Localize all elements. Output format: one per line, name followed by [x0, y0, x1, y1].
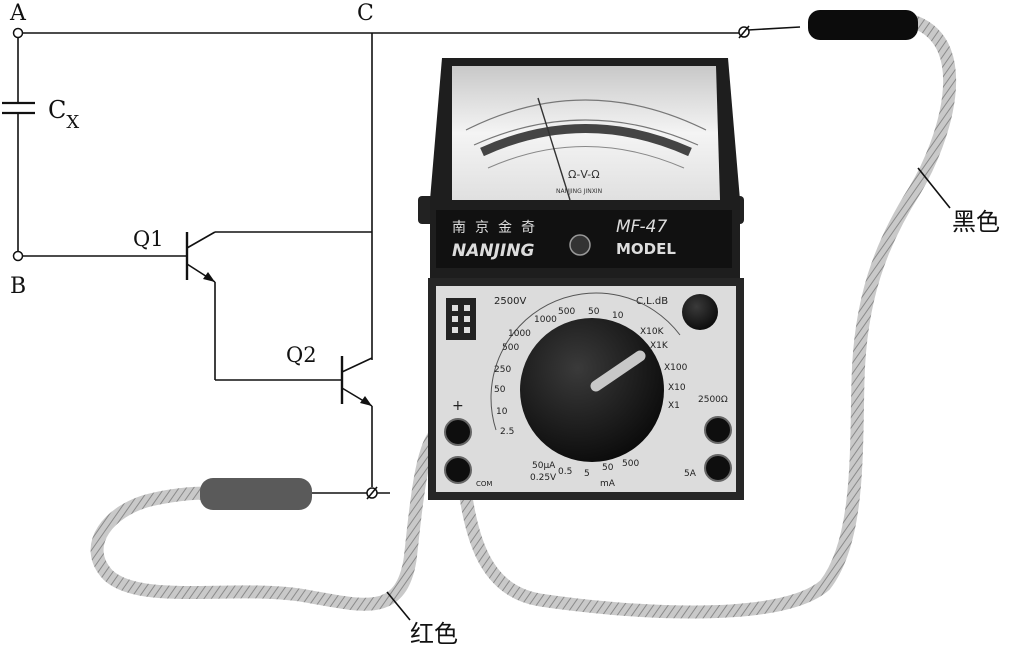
face-symbols: Ω-V-Ω	[568, 168, 600, 181]
meter-needle	[537, 97, 571, 201]
label-5a: 5A	[684, 469, 697, 479]
svg-text:50μA: 50μA	[532, 461, 556, 471]
hfe-socket[interactable]	[446, 298, 476, 340]
svg-text:X1K: X1K	[650, 341, 669, 351]
svg-text:2.5: 2.5	[500, 427, 514, 437]
jack-2500v[interactable]	[704, 416, 732, 444]
face-maker: NANJING JINXIN	[556, 188, 602, 195]
range-selector-pointer	[590, 350, 646, 392]
black-lead: 黑色	[455, 10, 1000, 619]
range-selector-dial[interactable]	[520, 318, 664, 462]
svg-text:0.25V: 0.25V	[530, 473, 557, 483]
svg-text:250: 250	[494, 365, 511, 375]
black-probe-handle	[808, 10, 918, 40]
ohm-adjust-knob[interactable]	[682, 294, 718, 330]
jack-com[interactable]	[444, 456, 472, 484]
svg-text:500: 500	[558, 307, 575, 317]
model-number: MF-47	[616, 217, 667, 237]
label-a: A	[9, 1, 27, 26]
label-2500v: 2500V	[494, 296, 526, 307]
multimeter: Ω-V-Ω NANJING JINXIN 南京金奇 NANJING MF-47 …	[418, 58, 744, 500]
label-capacitor: CX	[48, 96, 79, 133]
label-plus: +	[452, 398, 464, 414]
svg-text:10: 10	[612, 311, 624, 321]
svg-text:500: 500	[502, 343, 519, 353]
transistor-q1	[185, 231, 372, 381]
label-c: C	[357, 1, 374, 26]
svg-text:500: 500	[622, 459, 639, 469]
svg-text:5: 5	[584, 469, 590, 479]
svg-text:mA: mA	[600, 479, 616, 489]
svg-text:X100: X100	[664, 363, 688, 373]
terminal-a-node	[12, 27, 24, 39]
svg-text:50: 50	[602, 463, 614, 473]
svg-text:0.5: 0.5	[558, 467, 572, 477]
svg-text:10: 10	[496, 407, 508, 417]
brand-cn: 南京金奇	[452, 219, 544, 236]
label-q1: Q1	[133, 227, 164, 251]
label-b: B	[10, 274, 26, 299]
svg-text:X10K: X10K	[640, 327, 665, 337]
svg-text:X10: X10	[668, 383, 686, 393]
svg-text:1000: 1000	[534, 315, 557, 325]
svg-text:50: 50	[588, 307, 600, 317]
circuit: A B C CX Q1 Q2	[2, 1, 801, 500]
label-red-lead: 红色	[410, 620, 458, 645]
label-2500-ohm: 2500Ω	[698, 395, 728, 405]
terminal-b-node	[12, 250, 24, 262]
svg-text:X1: X1	[668, 401, 680, 411]
jack-plus[interactable]	[444, 418, 472, 446]
red-lead: 红色	[90, 423, 458, 645]
label-q2: Q2	[286, 343, 317, 367]
black-lead-stub	[747, 26, 801, 31]
jack-5a[interactable]	[704, 454, 732, 482]
brand-en: NANJING	[452, 241, 534, 261]
label-cldb: C.L.dB	[636, 296, 668, 307]
zero-adjust-screw[interactable]	[569, 234, 591, 256]
label-com: COM	[476, 480, 492, 488]
red-probe-handle	[200, 478, 312, 510]
svg-text:1000: 1000	[508, 329, 531, 339]
transistor-q2	[340, 356, 373, 487]
label-black-lead: 黑色	[952, 208, 1000, 236]
dial-bottom-labels: 50μA 0.25V 0.5 5 50 500 mA	[530, 459, 639, 489]
range-labels: 1000 500 250 50 10 2.5 1000 500 50 10 X1…	[494, 307, 688, 437]
model-word: MODEL	[616, 240, 676, 258]
svg-text:50: 50	[494, 385, 506, 395]
